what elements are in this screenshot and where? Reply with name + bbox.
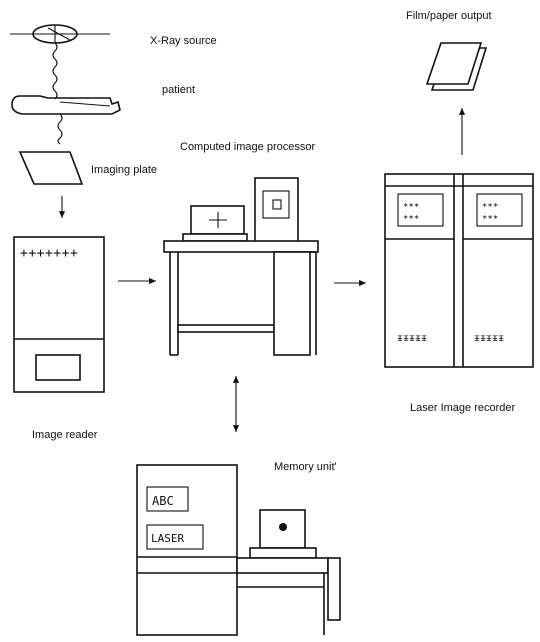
label-computed-image-processor: Computed image processor: [180, 141, 315, 153]
laser-image-recorder: [384, 173, 534, 368]
recorder-left-panel-marks-2: ∗∗∗: [403, 213, 419, 223]
image-reader: [13, 236, 105, 393]
label-memory-unit: Memory unit': [274, 461, 337, 473]
label-imaging-plate: Imaging plate: [91, 164, 157, 176]
label-image-reader: Image reader: [32, 429, 98, 441]
label-patient: patient: [162, 84, 195, 96]
xray-beam-lower: [57, 113, 63, 145]
memory-display-abc: ABC: [152, 494, 174, 508]
imaging-plate: [18, 151, 84, 185]
label-laser-image-recorder: Laser Image recorder: [410, 402, 515, 414]
xray-source: [10, 24, 110, 44]
reader-top-marks: +++++++: [20, 246, 78, 261]
memory-display-laser: LASER: [151, 532, 184, 545]
memory-unit: [136, 464, 341, 636]
xray-beam-upper: [52, 42, 58, 100]
recorder-right-bottom-marks: ᵻᵻᵻᵻᵻ: [474, 333, 504, 344]
label-film-output: Film/paper output: [406, 10, 492, 22]
image-processor: [163, 177, 319, 356]
drive-indicator-dot: [279, 523, 287, 531]
recorder-left-panel-marks-1: ∗∗∗: [403, 201, 419, 211]
label-xray-source: X-Ray source: [150, 35, 217, 47]
recorder-left-bottom-marks: ᵻᵻᵻᵻᵻ: [397, 333, 427, 344]
recorder-right-panel-marks-2: ∗∗∗: [482, 213, 498, 223]
film-paper-stack: [425, 42, 488, 91]
recorder-right-panel-marks-1: ∗∗∗: [482, 201, 498, 211]
patient-figure: [11, 95, 121, 115]
